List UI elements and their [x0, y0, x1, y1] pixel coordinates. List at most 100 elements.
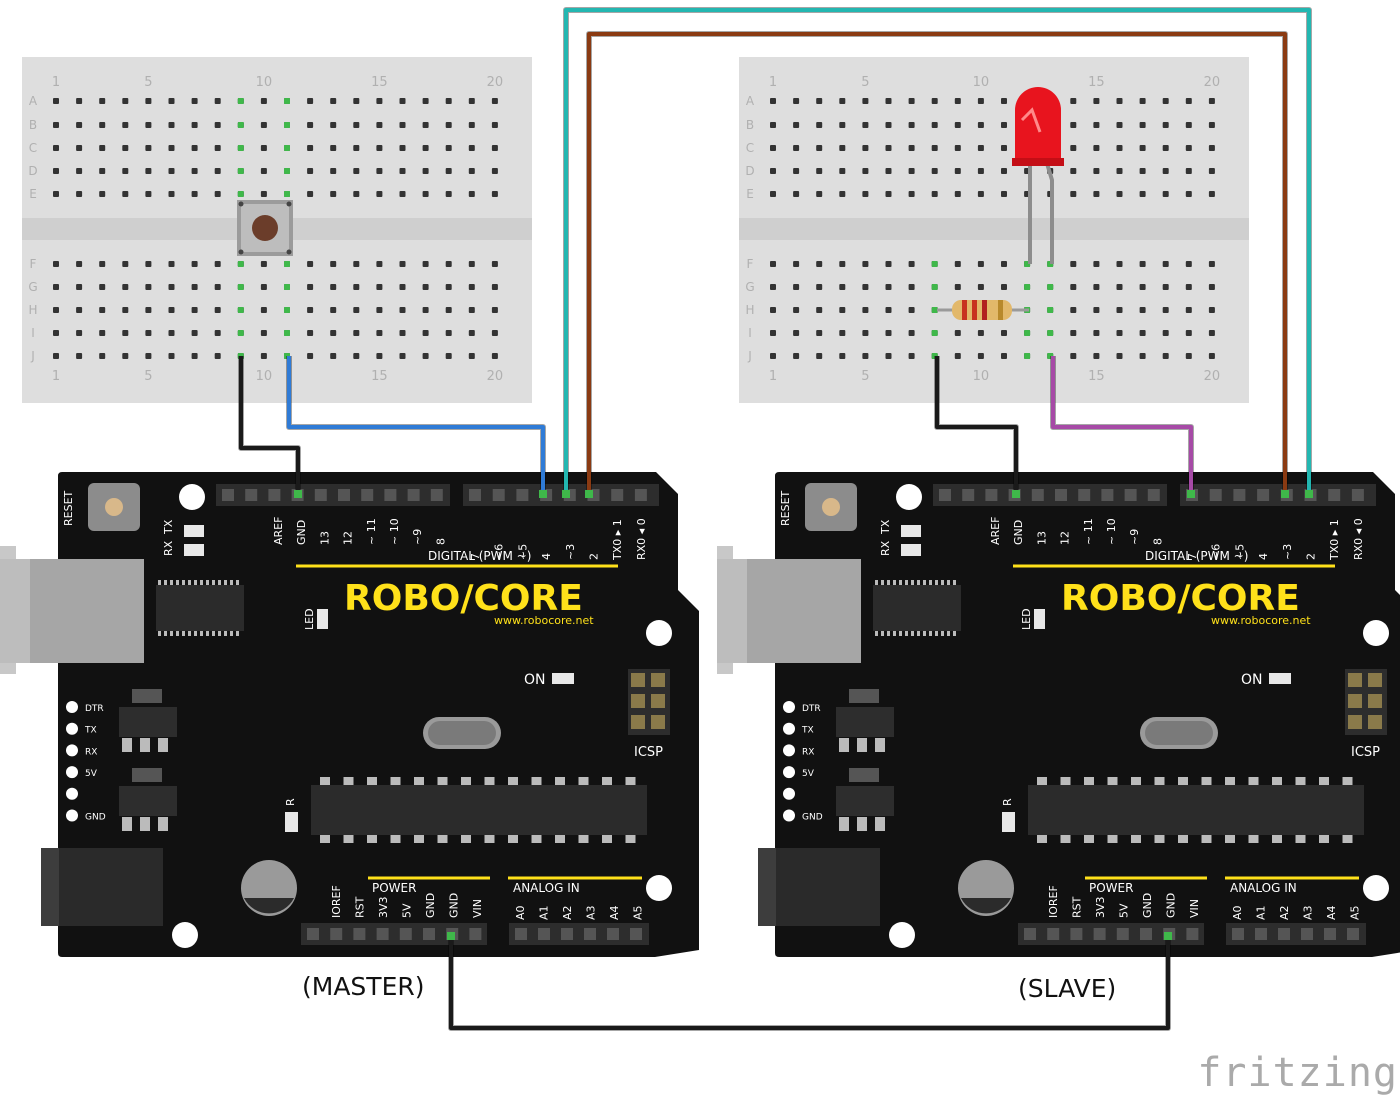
slave-digital-title: DIGITAL (PWM ~) [1145, 549, 1248, 563]
master-chip-pin [170, 580, 173, 585]
right-hole [1116, 284, 1123, 290]
left-hole [168, 191, 175, 197]
master-chip-pin [602, 835, 612, 843]
right-hole [977, 284, 984, 290]
slave-rx-label: RX [879, 540, 892, 556]
right-hole [1185, 261, 1192, 267]
slave-chip-pin [923, 580, 926, 585]
right-hole [862, 284, 869, 290]
master-r-label: R [284, 798, 297, 806]
master-rx-led [184, 544, 204, 556]
right-hole [770, 353, 776, 359]
wire-endpoint [1305, 490, 1313, 498]
left-hole [353, 122, 360, 128]
slave-side-pad-label: RX [802, 747, 814, 757]
master-side-pad [66, 787, 78, 800]
slave-header-pin [1047, 928, 1060, 940]
master-pin-label: 13 [318, 531, 331, 545]
master-header-pin [469, 489, 481, 501]
master-pin-label: ~6 [493, 544, 506, 560]
slave-chip-pin [1295, 777, 1306, 785]
left-hole [376, 122, 383, 128]
red-led [1012, 87, 1064, 264]
master-mounting-hole [179, 484, 205, 510]
slave-icsp-label: ICSP [1351, 745, 1380, 760]
wire-pin3-cyan [564, 8, 1311, 494]
wire-endpoint [585, 490, 593, 498]
left-hole [260, 98, 267, 104]
master-chip-pin [578, 777, 589, 785]
left-hole [99, 98, 106, 104]
slave-header-pin [939, 489, 951, 501]
right-hole [885, 284, 892, 290]
slave-chip-pin [1342, 777, 1353, 785]
push-button-pin [286, 249, 292, 255]
left-hole [399, 353, 406, 359]
master-icsp-pin [631, 694, 645, 708]
wire-master-pin4 [287, 356, 545, 494]
slave-chip-pin [875, 580, 878, 585]
slave-header-pin [1070, 928, 1083, 940]
left-hole [145, 284, 152, 290]
left-hole [468, 330, 475, 336]
left-hole [399, 145, 406, 151]
right-hole [1162, 191, 1169, 197]
master-side-pad-label: TX [84, 726, 97, 736]
slave-pin-label: 4 [1257, 553, 1270, 560]
wire-endpoint [1281, 490, 1289, 498]
left-hole [468, 191, 475, 197]
master-analog-pin-label: A0 [514, 905, 527, 920]
right-row-letter: I [748, 326, 752, 340]
left-hole [76, 307, 83, 313]
right-hole [1001, 145, 1007, 151]
right-hole [1070, 98, 1077, 104]
left-hole [99, 284, 106, 290]
connected-hole [1024, 284, 1031, 290]
left-row-letter: E [29, 187, 37, 201]
master-brand-url: www.robocore.net [494, 614, 594, 627]
master-dc-jack-front [41, 848, 59, 926]
left-hole [122, 307, 129, 313]
master-analog-pin-label: A4 [608, 905, 621, 920]
master-header-pin [515, 928, 527, 940]
slave-mounting-hole [889, 922, 915, 948]
right-hole [862, 122, 869, 128]
left-hole [145, 168, 152, 174]
master-chip-pin [218, 631, 221, 636]
wire-endpoint [1187, 490, 1195, 498]
wire-gnd-common [449, 936, 1170, 1030]
master-power-pin-label: 5V [401, 903, 414, 918]
slave-analog-pin-label: A3 [1302, 905, 1315, 920]
slave-header-pin [1093, 928, 1106, 940]
master-chip-pin [224, 631, 227, 636]
wire-slave-pin7 [1051, 356, 1193, 494]
right-hole [1116, 122, 1123, 128]
master-chip-pin [212, 631, 215, 636]
left-hole [214, 261, 221, 267]
master-side-pad [66, 809, 78, 822]
master-header-pin [307, 928, 319, 940]
left-hole [53, 353, 59, 359]
left-hole [168, 284, 175, 290]
right-hole [1208, 145, 1215, 151]
right-hole [816, 98, 823, 104]
master-chip-pin [625, 777, 636, 785]
right-hole [977, 191, 984, 197]
master-power-pin-label: IOREF [330, 885, 343, 918]
left-hole [53, 145, 59, 151]
led-rim [1012, 158, 1064, 166]
master-pin-label: TX0 ▸ 1 [611, 519, 624, 561]
left-hole [376, 168, 383, 174]
left-hole [468, 98, 475, 104]
left-hole [468, 168, 475, 174]
left-hole [307, 122, 314, 128]
push-button [237, 200, 293, 256]
left-hole [307, 145, 314, 151]
slave-crystal-inner [1145, 721, 1213, 745]
slave-chip-pin [1037, 835, 1047, 843]
right-hole [1185, 353, 1192, 359]
right-hole [931, 98, 938, 104]
left-hole [99, 261, 106, 267]
master-regulator-pin [140, 738, 150, 752]
master-side-pad-label: 5V [85, 769, 98, 779]
